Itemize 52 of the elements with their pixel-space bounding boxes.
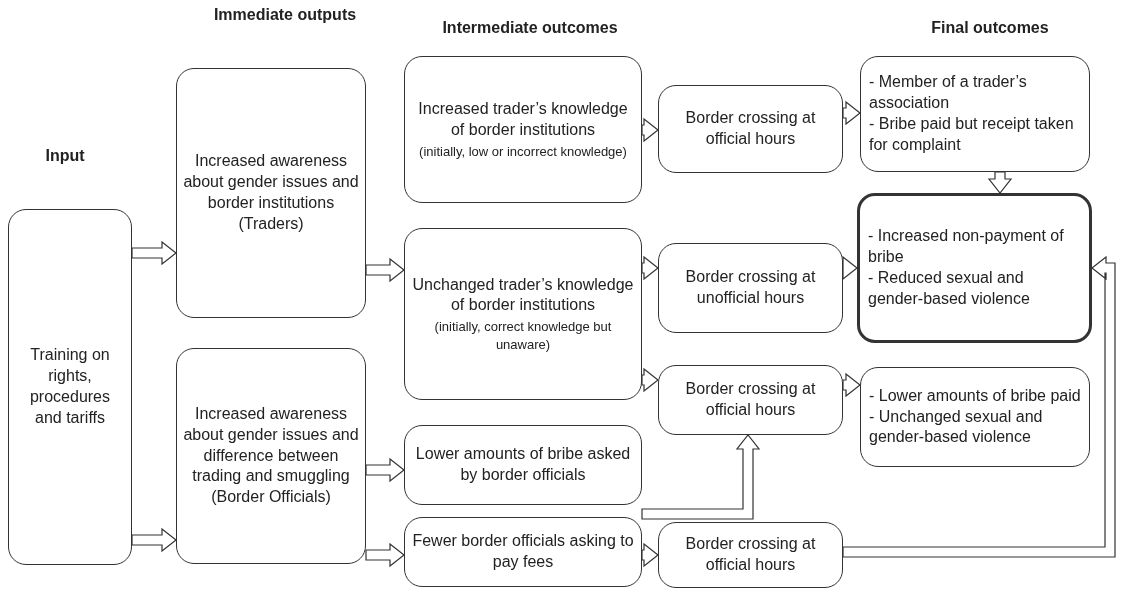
block-arrow: [842, 100, 861, 126]
outcome-box: [404, 228, 642, 400]
block-arrow: [131, 527, 177, 553]
note-text: (initially, correct knowledge but unaware): [433, 318, 613, 354]
box-text: Fewer border officials asking to pay fees: [411, 531, 635, 572]
box-text: Training on rights, procedures and tariffs: [28, 345, 111, 428]
outcome-box: [860, 56, 1090, 172]
block-arrow: [842, 255, 858, 281]
block-arrow: [131, 240, 177, 266]
outcome-box: [658, 85, 843, 173]
outcome-box: [404, 56, 642, 203]
box-text: - Bribe paid but receipt taken for complaint: [869, 114, 1075, 155]
column-heading: Input: [44, 146, 86, 166]
box-text: - Unchanged sexual and gender-based violence: [869, 406, 1044, 448]
box-text: Border crossing at official hours: [684, 534, 817, 575]
outcome-box: [658, 522, 843, 588]
outcome-box: [860, 367, 1090, 467]
box-text: Increased awareness about gender issues and border institutions (Traders): [183, 151, 359, 234]
column-heading: Immediate outputs: [212, 5, 358, 25]
block-arrow: [365, 257, 405, 283]
box-text: Border crossing at unofficial hours: [684, 267, 817, 308]
outcome-box: [176, 68, 366, 318]
block-arrow: [365, 542, 405, 568]
box-text: Unchanged trader’s knowledge of border institutions: [411, 274, 635, 316]
box-text: Lower amounts of bribe asked by border officials: [414, 444, 632, 485]
block-arrow: [842, 372, 861, 398]
box-text: Border crossing at official hours: [684, 379, 817, 420]
box-text: - Lower amounts of bribe paid: [869, 385, 1081, 406]
outcome-box: [176, 348, 366, 564]
column-heading: Final outcomes: [930, 18, 1050, 38]
box-text: Increased awareness about gender issues and difference between trading and smuggling (Border Officials): [183, 404, 359, 508]
column-heading: Intermediate outcomes: [441, 18, 619, 38]
box-text: Increased trader’s knowledge of border institutions: [417, 98, 629, 140]
block-arrow: [641, 542, 659, 568]
outcome-box: [404, 425, 642, 505]
block-arrow: [641, 117, 659, 143]
block-arrow: [641, 434, 761, 520]
outcome-box: [658, 365, 843, 435]
block-arrow: [641, 367, 659, 393]
box-text: Border crossing at official hours: [684, 108, 817, 149]
box-text: - Reduced sexual and gender-based violence: [868, 268, 1031, 309]
block-arrow: [365, 457, 405, 483]
block-arrow: [641, 255, 659, 281]
box-text: - Increased non-payment of bribe: [868, 226, 1065, 268]
block-arrow: [987, 171, 1013, 194]
note-text: (initially, low or incorrect knowledge): [419, 142, 627, 161]
outcome-box: [404, 517, 642, 587]
outcome-box: [8, 209, 132, 565]
outcome-box: [857, 193, 1092, 343]
box-text: - Member of a trader’s association: [869, 72, 1028, 114]
block-arrow: [842, 255, 1116, 558]
outcome-box: [658, 243, 843, 333]
